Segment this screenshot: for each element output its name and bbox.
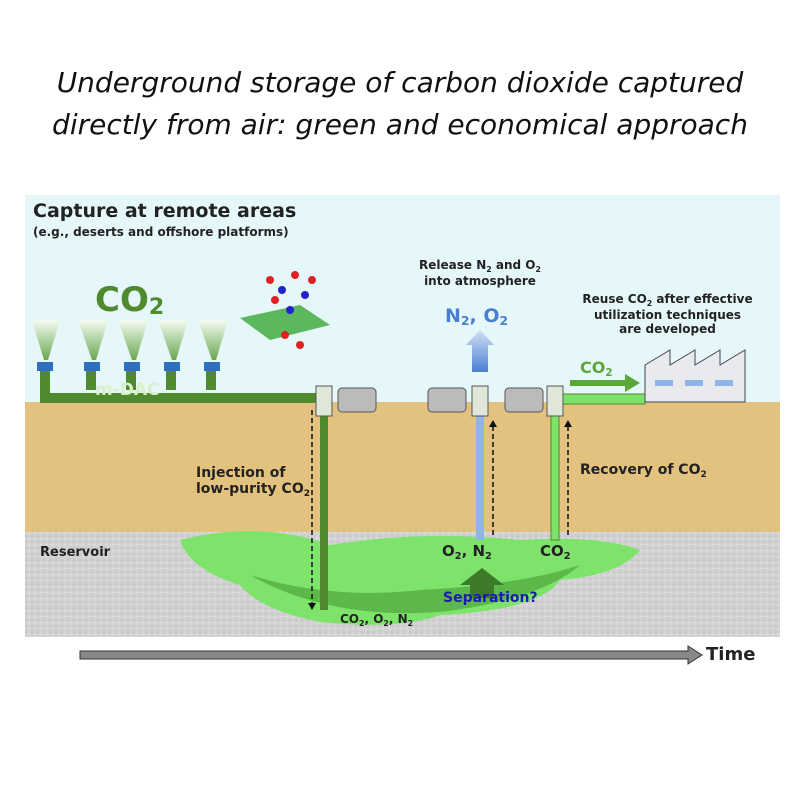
molecules: [266, 271, 316, 349]
recovery-valve: [546, 385, 564, 417]
n2-o2-label: N2, O2: [445, 305, 509, 328]
pump-3: [504, 387, 544, 413]
heading: Capture at remote areas: [33, 200, 297, 222]
adsorbent-sheet: [240, 305, 330, 340]
title-line-2: directly from air: green and economical …: [52, 108, 748, 141]
co2-arrow: [570, 374, 640, 392]
co2-arrow-label: CO2: [580, 358, 613, 379]
release-valve: [471, 385, 489, 417]
sand-layer: [25, 402, 780, 532]
release-pipe: [476, 400, 484, 540]
recovery-horizontal-pipe: [554, 393, 646, 405]
o2-n2-label: O2, N2: [442, 542, 492, 562]
time-arrow: [79, 645, 703, 665]
factory: [644, 349, 746, 403]
separation-arrow: [460, 568, 504, 598]
co2-label: CO2: [95, 280, 165, 320]
recovery-pipe: [550, 399, 560, 541]
release-arrow: [466, 330, 494, 372]
reservoir-label: Reservoir: [40, 545, 111, 560]
mixture-label: CO2, O2, N2: [340, 612, 414, 628]
title-line-1: Underground storage of carbon dioxide ca…: [56, 66, 744, 99]
pump-1: [337, 387, 377, 413]
recovery-label: Recovery of CO2: [580, 462, 707, 480]
subheading: (e.g., deserts and offshore platforms): [33, 225, 289, 239]
separation-label: Separation?: [443, 590, 538, 606]
m-dac-pipe: [40, 368, 325, 403]
m-dac-label: m-DAC: [95, 380, 160, 400]
time-label: Time: [706, 644, 756, 665]
injection-valve: [315, 385, 333, 417]
reservoir-pool: [180, 531, 640, 625]
m-dac-funnels: [32, 320, 228, 360]
co2-out-label: CO2: [540, 542, 571, 562]
pump-2: [427, 387, 467, 413]
main-title: Underground storage of carbon dioxide ca…: [0, 62, 800, 146]
injection-pipe: [320, 400, 328, 610]
